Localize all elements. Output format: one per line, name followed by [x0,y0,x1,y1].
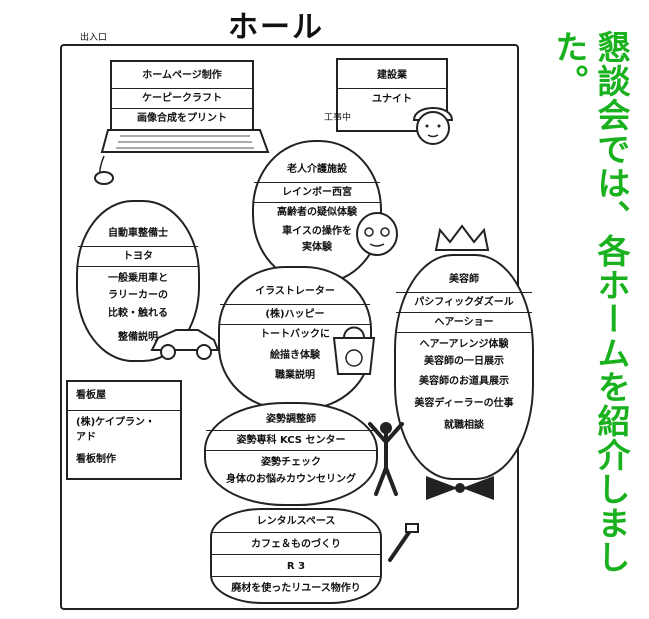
booth-computer-line: 画像合成をプリント [112,108,252,125]
booth-computer: ホームページ制作 ケーピークラフト 画像合成をプリント [110,60,254,132]
booth-beauty: 美容師 パシフィックダズール ヘアーショー ヘアーアレンジ体験 美容師の一日展示… [394,254,534,480]
booth-illustrator-line: 職業説明 [275,370,315,381]
tools-illustration [388,523,419,562]
booth-posture-line: 姿勢専科 KCS センター [206,430,376,447]
crown-illustration [434,224,490,251]
entrance-label: 出入口 [76,30,112,45]
booth-beauty-line: 美容ディーラーの仕事 [414,398,514,409]
booth-rental-line: レンタルスペース [256,516,336,527]
booth-sign: 看板屋 (株)ケイプラン・ アド 看板制作 [66,380,182,480]
booth-posture-line: 姿勢チェック [206,450,376,469]
booth-computer-line: ケーピークラフト [112,88,252,105]
booth-beauty-line: 美容師のお道具展示 [419,376,509,387]
booth-rental-line: R 3 [212,554,380,573]
booth-posture-line: 姿勢調整師 [266,414,316,425]
booth-construction-line: ユナイト [338,88,446,106]
elderly-face-illustration [356,212,398,256]
booth-illustrator-line: トートバックに [220,324,370,341]
booth-posture: 姿勢調整師 姿勢専科 KCS センター 姿勢チェック 身体のお悩みカウンセリング [204,402,378,506]
booth-sign-line: 看板制作 [76,454,116,465]
booth-care-line: レインボー西宮 [254,182,380,199]
page-title: ホール [228,10,324,45]
bowtie-illustration [426,476,494,500]
booth-illustrator-line: 絵描き体験 [270,350,320,361]
stretching-figure-illustration [368,422,404,496]
booth-posture-line: 身体のお悩みカウンセリング [226,474,356,485]
booth-mechanic-line: 整備説明 [118,332,158,343]
booth-beauty-line: ヘアーショー [396,312,532,329]
booth-care-line: 実体験 [302,242,332,253]
booth-illustrator: イラストレーター (株)ハッピー トートバックに 絵描き体験 職業説明 [218,266,372,410]
booth-construction-line: 建設業 [377,70,407,81]
booth-rental-line: 廃材を使ったリユース物作り [212,576,380,595]
booth-care-line: 老人介護施設 [287,164,347,175]
booth-mechanic-line: トヨタ [78,246,198,263]
booth-mechanic-line: 一般乗用車と [78,266,198,285]
booth-rental: レンタルスペース カフェ＆ものづくり R 3 廃材を使ったリユース物作り [210,508,382,604]
booth-sign-line: 看板屋 [76,390,106,401]
worker-face-illustration [412,107,454,145]
booth-care: 老人介護施設 レインボー西宮 高齢者の疑似体験 車イスの操作を 実体験 [252,140,382,284]
booth-beauty-line: 美容師の一日展示 [424,356,504,367]
booth-mechanic-line: ラリーカーの [108,290,168,301]
booth-care-line: 車イスの操作を [282,226,352,237]
booth-beauty-line: 就職相談 [444,420,484,431]
booth-sign-line: アド [76,432,96,443]
booth-rental-line: カフェ＆ものづくり [212,532,380,551]
booth-beauty-line: 美容師 [449,274,479,285]
booth-mechanic-line: 比較・触れる [108,308,168,319]
booth-beauty-line: パシフィックダズール [396,292,532,309]
booth-illustrator-line: イラストレーター [255,286,335,297]
laptop-keyboard-illustration [94,129,270,185]
booth-mechanic-line: 自動車整備士 [108,228,168,239]
booth-sign-line: (株)ケイプラン・ [68,410,180,429]
under-construction-note: 工事中 [324,113,352,123]
summary-message: 懇談会では、各ホームを紹介しました。 [550,30,631,574]
car-illustration [150,329,220,360]
booth-illustrator-line: (株)ハッピー [220,304,370,321]
booth-beauty-line: ヘアーアレンジ体験 [396,332,532,351]
booth-mechanic: 自動車整備士 トヨタ 一般乗用車と ラリーカーの 比較・触れる 整備説明 [76,200,200,362]
tote-bag-illustration [332,326,376,375]
booth-care-line: 高齢者の疑似体験 [254,202,380,219]
booth-computer-line: ホームページ制作 [142,70,222,81]
